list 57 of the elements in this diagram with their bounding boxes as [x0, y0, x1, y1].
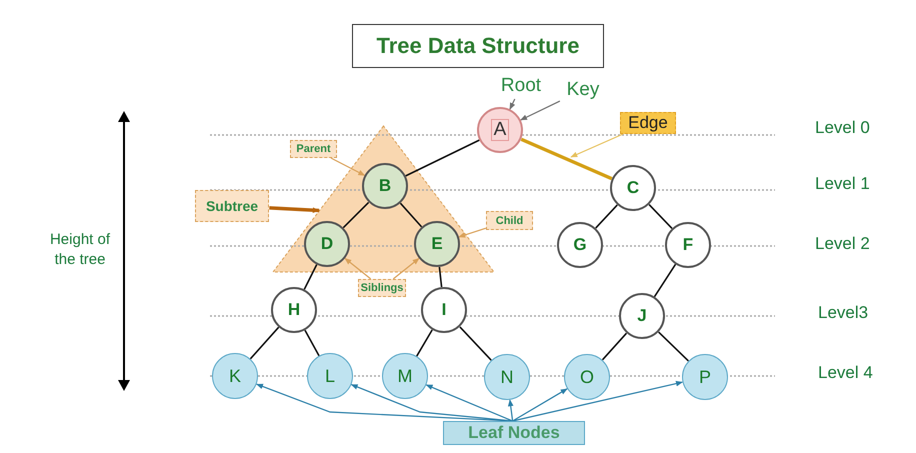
arrow [508, 399, 514, 422]
tree-node: H [271, 287, 317, 333]
callout-label: Parent [290, 140, 337, 158]
annotation-text: Root [493, 73, 549, 99]
tree-node: I [421, 287, 467, 333]
tree-edge [648, 204, 673, 229]
callout-label: Edge [620, 112, 676, 134]
tree-edge [459, 326, 492, 361]
level-label: Level 1 [815, 174, 870, 194]
title: Tree Data Structure [352, 24, 604, 68]
tree-node: G [557, 222, 603, 268]
tree-edge [400, 202, 422, 228]
tree-node: J [619, 293, 665, 339]
arrow [426, 384, 513, 422]
tree-edge [304, 330, 320, 356]
tree-edge [304, 264, 318, 290]
callout-label: Leaf Nodes [443, 421, 585, 445]
arrow [458, 228, 486, 238]
subtree-triangle [272, 125, 495, 273]
tree-edge [438, 266, 442, 288]
leaf-node: O [564, 354, 610, 400]
arrow [520, 100, 560, 121]
arrow [509, 98, 516, 110]
tree-edge [602, 332, 628, 360]
arrow [512, 380, 683, 422]
arrow [344, 258, 372, 280]
tree-edge [595, 204, 618, 229]
tree-edge [250, 326, 280, 360]
arrow [570, 133, 624, 158]
annotation-text: Key [560, 77, 606, 103]
tree-edge [658, 332, 689, 362]
level-label: Level 2 [815, 234, 870, 254]
arrow [330, 157, 366, 176]
level-label: Level 0 [815, 118, 870, 138]
tree-edge [654, 264, 676, 298]
tree-node: C [610, 165, 656, 211]
root-node: A [477, 107, 523, 153]
arrow [269, 206, 320, 213]
leaf-node: M [382, 353, 428, 399]
leaf-node: P [682, 354, 728, 400]
arrow [512, 388, 568, 422]
callout-label: Siblings [358, 279, 406, 297]
level-label: Level3 [818, 303, 868, 323]
leaf-node: N [484, 354, 530, 400]
tree-edge [405, 139, 480, 177]
leaf-node: K [212, 353, 258, 399]
tree-edge [416, 330, 433, 357]
callout-label: Child [486, 211, 533, 230]
level-label: Level 4 [818, 363, 873, 383]
dimension-label: Height of the tree [48, 230, 112, 270]
leaf-node: L [307, 353, 353, 399]
arrow [392, 258, 420, 280]
tree-edge [342, 202, 370, 228]
callout-label: Subtree [195, 190, 269, 222]
tree-edge [520, 138, 612, 180]
arrow [350, 384, 513, 422]
tree-node: F [665, 222, 711, 268]
